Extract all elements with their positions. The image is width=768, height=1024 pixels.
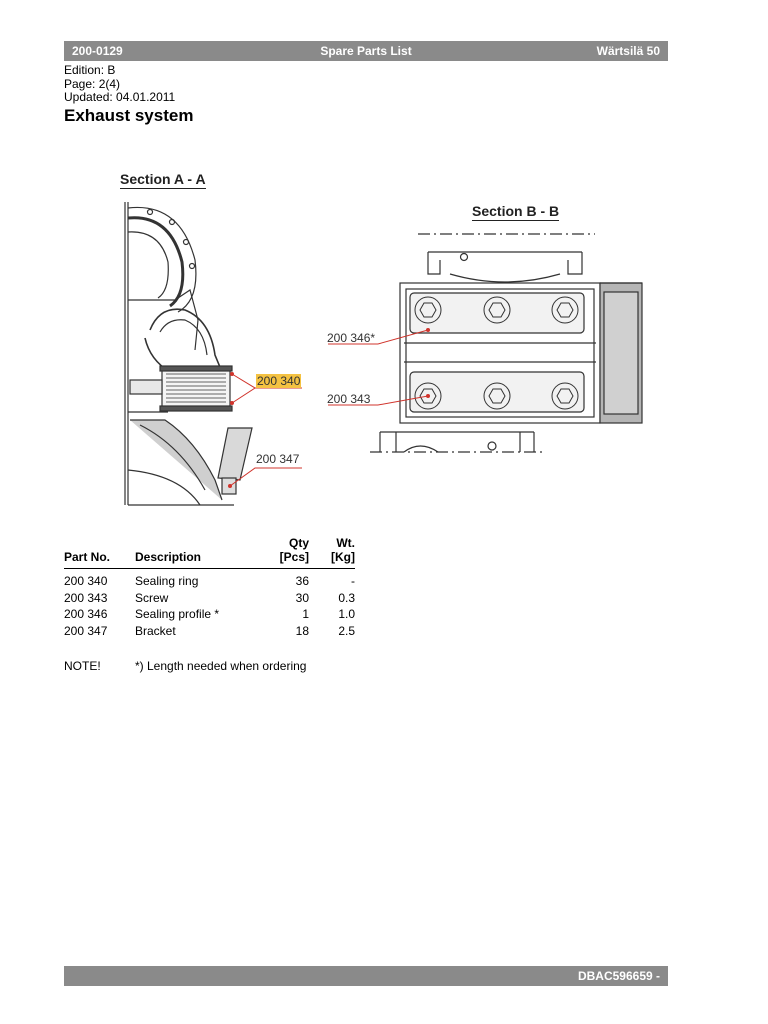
doc-number: 200-0129 [72,44,123,58]
document-meta: Edition: B Page: 2(4) Updated: 04.01.201… [64,63,176,105]
table-header-row: Part No. Description Qty [Pcs] Wt. [Kg] [64,536,355,569]
updated-date: Updated: 04.01.2011 [64,90,176,104]
callout-200343: 200 343 [327,392,371,406]
parts-table: Part No. Description Qty [Pcs] Wt. [Kg] … [64,536,355,639]
col-part-no: Part No. [64,550,111,564]
cell-weight: 1.0 [338,607,355,622]
header-bar: 200-0129 Spare Parts List Wärtsilä 50 [64,41,668,61]
col-wt-line2: [Kg] [331,550,355,564]
cell-qty: 1 [302,607,309,622]
callout-200340-text: 200 340 [256,374,302,388]
callout-200347: 200 347 [256,452,300,466]
note: NOTE! *) Length needed when ordering [64,659,306,673]
cell-part-no: 200 346 [64,607,108,622]
callout-200340: 200 340 [256,374,302,388]
cell-description: Sealing profile * [135,607,220,622]
callout-200346: 200 346* [327,331,376,345]
footer-doc-id: DBAC596659 - [577,969,660,983]
edition: Edition: B [64,63,116,77]
col-qty: Qty [Pcs] [265,536,309,569]
table-row: 200 340 Sealing ring 36 - [64,569,355,590]
section-b-drawing [370,233,643,453]
cell-part-no: 200 340 [64,574,108,589]
page-title: Exhaust system [64,106,194,125]
note-label: NOTE! [64,659,101,673]
leader-dots [228,328,430,488]
col-wt-line1: Wt. [336,536,355,550]
section-b-title: Section B - B [472,203,560,221]
callout-leaders [229,329,429,487]
doc-type: Spare Parts List [320,44,412,58]
col-qty-line1: Qty [288,536,309,550]
col-weight: Wt. [Kg] [309,536,355,569]
page-number: Page: 2(4) [64,76,121,91]
section-a-drawing [124,202,253,506]
cell-weight: 2.5 [338,623,355,638]
table-row: 200 343 Screw 30 0.3 [64,590,355,607]
footer-bar: DBAC596659 - [64,966,668,986]
cell-description: Sealing ring [135,574,199,589]
note-text: *) Length needed when ordering [135,659,307,673]
cell-qty: 30 [295,590,309,605]
exhaust-drawing [124,202,643,506]
table-row: 200 347 Bracket 18 2.5 [64,623,355,640]
cell-part-no: 200 343 [64,590,108,605]
cell-qty: 36 [295,574,309,589]
cell-weight: - [351,574,355,589]
product-name: Wärtsilä 50 [596,44,660,58]
cell-weight: 0.3 [338,590,355,605]
cell-qty: 18 [295,623,309,638]
col-qty-line2: [Pcs] [279,550,309,564]
table-row: 200 346 Sealing profile * 1 1.0 [64,606,355,623]
col-description: Description [135,550,202,564]
section-a-title: Section A - A [120,171,206,189]
cell-description: Screw [135,590,169,605]
cell-part-no: 200 347 [64,623,108,638]
cell-description: Bracket [135,623,176,638]
